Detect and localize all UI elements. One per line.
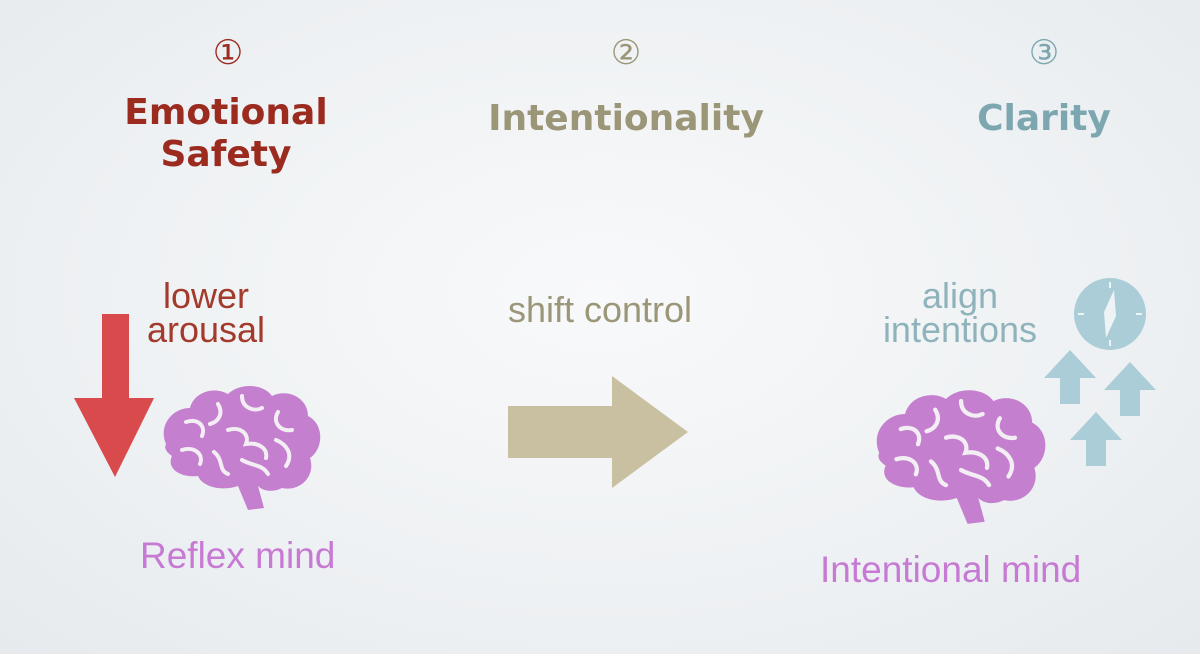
step-2-number: ② <box>610 33 642 73</box>
step-3-title: Clarity <box>977 98 1111 139</box>
up-arrow-icon <box>1104 362 1156 416</box>
step-2-title: Intentionality <box>488 98 764 139</box>
down-arrow-icon <box>74 314 154 477</box>
step-1-action-line2: arousal <box>146 309 266 350</box>
right-arrow-icon <box>508 376 688 488</box>
intentional-mind-label: Intentional mind <box>820 549 1082 590</box>
step-1-title-line1: Emotional <box>124 92 328 133</box>
step-2-action: shift control <box>507 289 693 330</box>
reflex-mind-label: Reflex mind <box>140 535 336 576</box>
step-1-title-line2: Safety <box>160 134 292 175</box>
up-arrow-icon <box>1044 350 1096 404</box>
up-arrow-icon <box>1070 412 1122 466</box>
step-3-action-line1: align <box>921 275 999 316</box>
brain-icon <box>163 385 321 510</box>
step-1-action-line1: lower <box>162 275 250 316</box>
step-1-number: ① <box>212 33 244 73</box>
step-3-action-line2: intentions <box>882 309 1038 350</box>
compass-icon <box>1074 278 1146 350</box>
brain-icon <box>876 390 1046 524</box>
step-3-number: ③ <box>1028 33 1060 73</box>
